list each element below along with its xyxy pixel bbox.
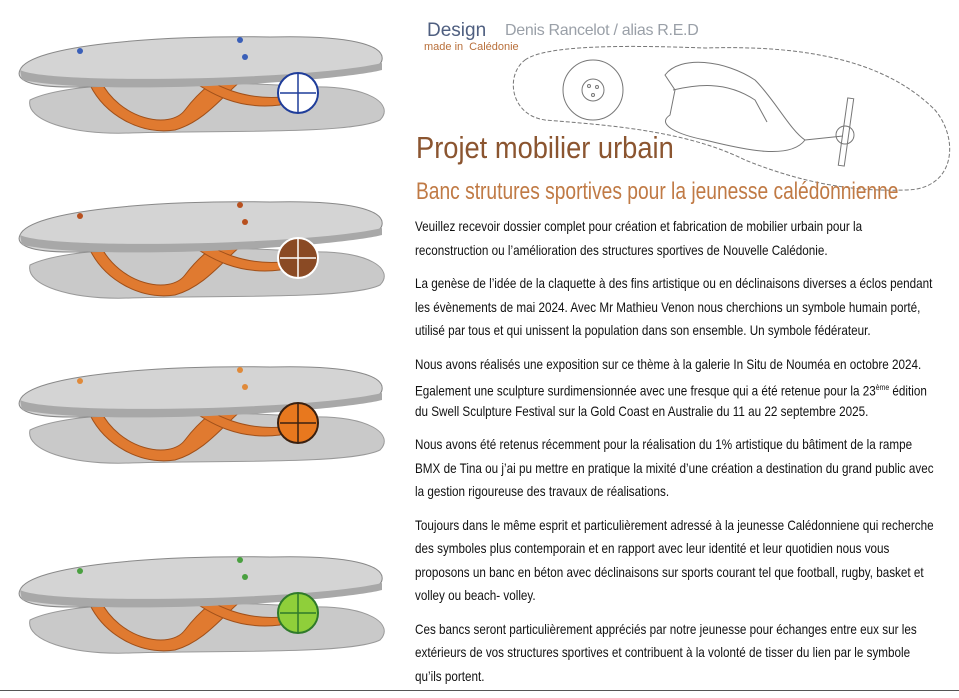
- sandal-plan-sketch: [512, 45, 951, 191]
- text-line: Ces bancs seront particulièrement appréc…: [415, 621, 917, 637]
- text-line: Nous avons réalisés une exposition sur c…: [415, 356, 922, 372]
- text-line: proposons un banc en béton avec déclinai…: [415, 564, 924, 580]
- bench-volley: [10, 545, 400, 665]
- bench-basket: [10, 355, 400, 475]
- bottom-divider: [0, 690, 959, 691]
- seat-dot: [242, 384, 248, 390]
- text-line: la gestion rigoureuse des travaux de réa…: [415, 484, 670, 499]
- place-text: Calédonie: [469, 41, 519, 53]
- text-line: utilisé par tous et qui unissent la popu…: [415, 323, 871, 338]
- paragraph: Toujours dans le même esprit et particul…: [415, 514, 959, 608]
- paragraph: Ces bancs seront particulièrement appréc…: [415, 618, 959, 689]
- text-line: des symboles plus contemporain et en rap…: [415, 541, 890, 556]
- seat-dot: [237, 202, 243, 208]
- text-line: extérieurs de vos structures sportives e…: [415, 645, 911, 660]
- text-line: les évènements de mai 2024. Avec Mr Math…: [415, 299, 921, 315]
- seat-dot: [77, 568, 83, 574]
- paragraph: Nous avons réalisés une exposition sur c…: [415, 353, 959, 424]
- seat-dot: [237, 37, 243, 43]
- text-line: volley ou beach- volley.: [415, 588, 536, 603]
- header-design: Design: [427, 20, 487, 41]
- text-line: Toujours dans le même esprit et particul…: [415, 517, 934, 533]
- body-text: Veuillez recevoir dossier complet pour c…: [415, 215, 959, 698]
- header-made-in: made in Calédonie: [424, 41, 519, 53]
- seat-dot: [77, 378, 83, 384]
- made-in-text: made in: [424, 41, 464, 53]
- text-line: reconstruction ou l’amélioration des str…: [415, 242, 828, 258]
- header-author: Denis Rancelot / alias R.E.D: [505, 22, 699, 39]
- bench-football: [10, 25, 400, 145]
- seat-dot: [242, 219, 248, 225]
- seat-dot: [242, 54, 248, 60]
- text-line: Egalement une sculpture surdimensionnée …: [415, 383, 927, 399]
- page-title: Projet mobilier urbain: [416, 130, 674, 165]
- seat-dot: [77, 213, 83, 219]
- text-line: du Swell Sculpture Festival sur la Gold …: [415, 403, 869, 419]
- seat-dot: [77, 48, 83, 54]
- text-line: BMX de Tina ou j’ai pu mettre en pratiqu…: [415, 460, 934, 476]
- text-line: qu’ils portent.: [415, 668, 485, 684]
- text-line: Veuillez recevoir dossier complet pour c…: [415, 219, 863, 234]
- paragraph: Veuillez recevoir dossier complet pour c…: [415, 215, 959, 262]
- paragraph: Nous avons été retenus récemment pour la…: [415, 433, 959, 504]
- bench-rugby: [10, 190, 400, 310]
- seat-dot: [237, 557, 243, 563]
- text-line: La genèse de l’idée de la claquette à de…: [415, 276, 933, 291]
- seat-dot: [242, 574, 248, 580]
- page-subtitle: Banc strutures sportives pour la jeuness…: [416, 178, 899, 205]
- seat-dot: [237, 367, 243, 373]
- text-line: Nous avons été retenus récemment pour la…: [415, 437, 913, 452]
- paragraph: La genèse de l’idée de la claquette à de…: [415, 272, 959, 343]
